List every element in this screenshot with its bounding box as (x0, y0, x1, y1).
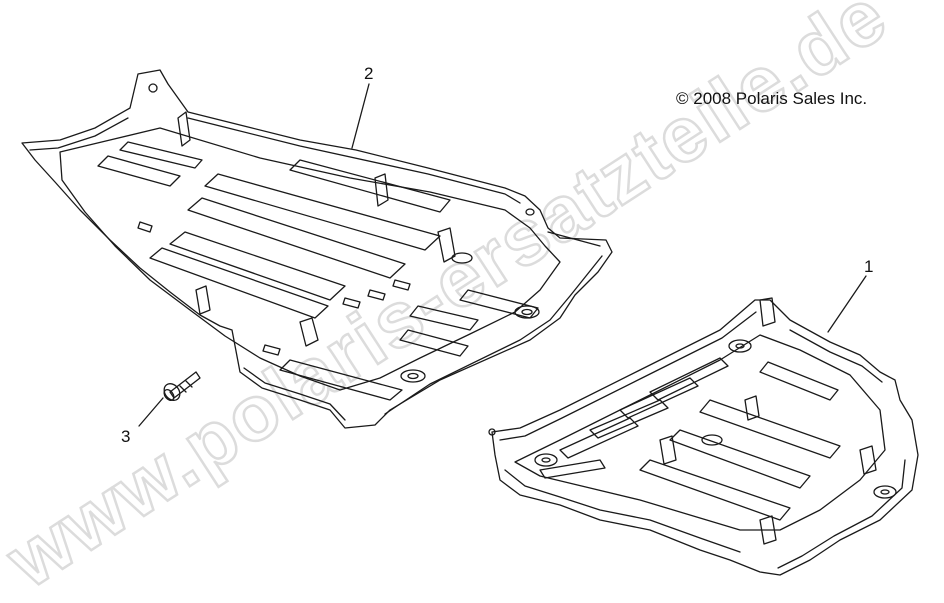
callout-number-1: 1 (864, 257, 874, 276)
skid-plate-rear (488, 297, 919, 576)
leader-line-1 (827, 275, 867, 333)
copyright-notice: © 2008 Polaris Sales Inc. (676, 89, 868, 108)
leader-line-2 (351, 83, 370, 149)
flange-bolt (163, 371, 201, 401)
skid-plate-front (21, 69, 613, 429)
leader-line-3 (138, 397, 164, 427)
callout-number-3: 3 (121, 427, 131, 446)
callout-number-2: 2 (364, 64, 374, 83)
